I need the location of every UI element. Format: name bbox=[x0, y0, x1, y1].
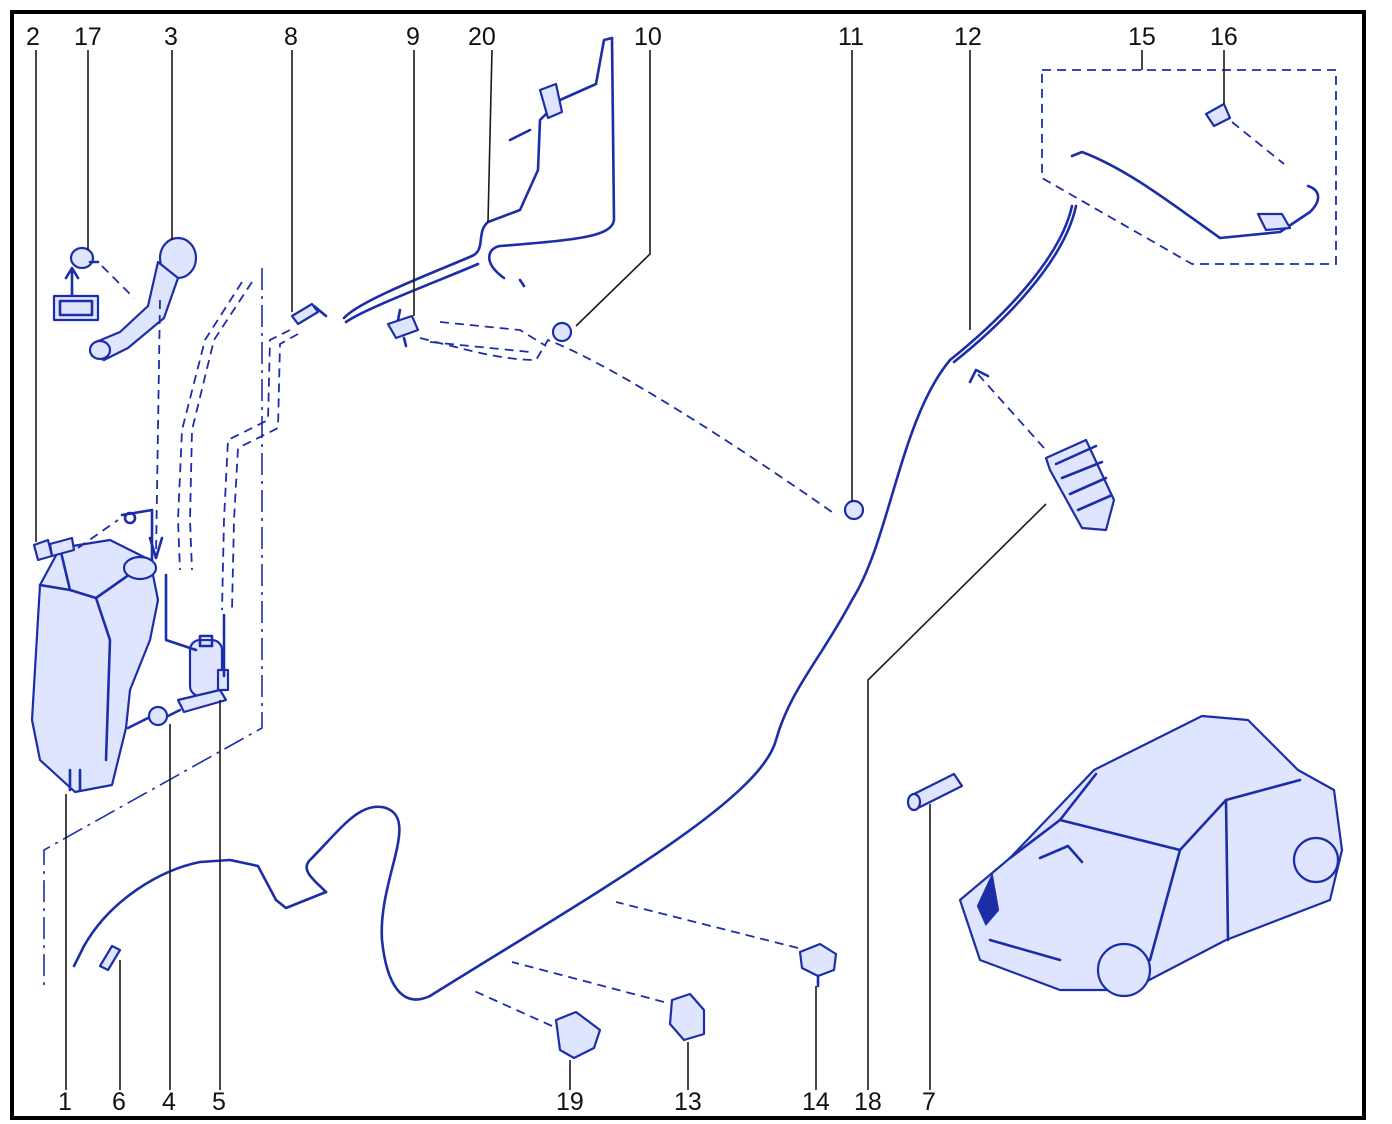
clip-19-icon bbox=[554, 1010, 602, 1060]
callout-19: 19 bbox=[556, 1088, 584, 1116]
t-connector-9-icon bbox=[386, 308, 420, 348]
hose-6-line bbox=[82, 858, 328, 948]
hose-15 bbox=[1070, 150, 1320, 240]
hidden-hose-c bbox=[221, 329, 291, 611]
callout-1: 1 bbox=[58, 1088, 72, 1116]
hidden-hose-split bbox=[429, 321, 547, 353]
arrow-19 bbox=[471, 989, 553, 1027]
clip-18-icon bbox=[1044, 438, 1116, 532]
callout-13: 13 bbox=[674, 1088, 702, 1116]
arrow-16 bbox=[1231, 121, 1285, 165]
pump-feed-line bbox=[164, 573, 198, 652]
hose-tip bbox=[72, 944, 86, 968]
arrow-14 bbox=[615, 901, 799, 949]
callout-5: 5 bbox=[212, 1088, 226, 1116]
hidden-hose-b bbox=[189, 281, 253, 571]
callout-6: 6 bbox=[112, 1088, 126, 1116]
arrow-13 bbox=[511, 961, 665, 1003]
vehicle-illustration-icon bbox=[958, 714, 1344, 998]
callout-2: 2 bbox=[26, 23, 40, 51]
nozzle-11-icon bbox=[843, 499, 865, 521]
callout-9: 9 bbox=[406, 23, 420, 51]
leader-lines bbox=[35, 49, 1225, 1090]
hose-15-fitting bbox=[1256, 212, 1292, 232]
washer-reservoir-icon bbox=[30, 508, 160, 794]
hose-12 bbox=[305, 204, 1074, 1001]
clip-13-icon bbox=[668, 992, 706, 1042]
callout-15: 15 bbox=[1128, 23, 1156, 51]
callout-11: 11 bbox=[838, 23, 864, 51]
arrowhead-18 bbox=[968, 368, 990, 384]
callout-16: 16 bbox=[1210, 23, 1238, 51]
boundary-line bbox=[43, 268, 263, 990]
nozzle-16-icon bbox=[1204, 102, 1232, 128]
clip-14-icon bbox=[798, 942, 838, 988]
callout-14: 14 bbox=[802, 1088, 830, 1116]
callout-20: 20 bbox=[468, 23, 496, 51]
diagram-frame bbox=[10, 10, 1366, 1120]
hidden-hose-a bbox=[177, 281, 243, 571]
connector-6-icon bbox=[98, 944, 122, 972]
hidden-hose-d bbox=[231, 333, 299, 611]
callout-8: 8 bbox=[284, 23, 298, 51]
callout-10: 10 bbox=[634, 23, 662, 51]
arrow-18 bbox=[975, 371, 1045, 449]
callout-4: 4 bbox=[162, 1088, 176, 1116]
filler-neck-icon bbox=[88, 236, 198, 560]
callout-12: 12 bbox=[954, 23, 982, 51]
hose-12-end bbox=[952, 204, 1078, 364]
nozzle-10-icon bbox=[551, 321, 573, 343]
bolt-icon bbox=[32, 519, 119, 562]
rear-box bbox=[1041, 69, 1337, 265]
washer-pump-icon bbox=[126, 634, 230, 730]
filler-cap-icon bbox=[52, 246, 135, 322]
callout-3: 3 bbox=[164, 23, 178, 51]
callout-7: 7 bbox=[922, 1088, 936, 1116]
hose-connector-8-icon bbox=[290, 302, 328, 326]
sleeve-7-icon bbox=[906, 772, 964, 812]
hose-20-icon bbox=[342, 36, 616, 324]
callout-17: 17 bbox=[74, 23, 102, 51]
callout-18: 18 bbox=[854, 1088, 882, 1116]
hidden-hose-nozzle bbox=[419, 337, 833, 513]
